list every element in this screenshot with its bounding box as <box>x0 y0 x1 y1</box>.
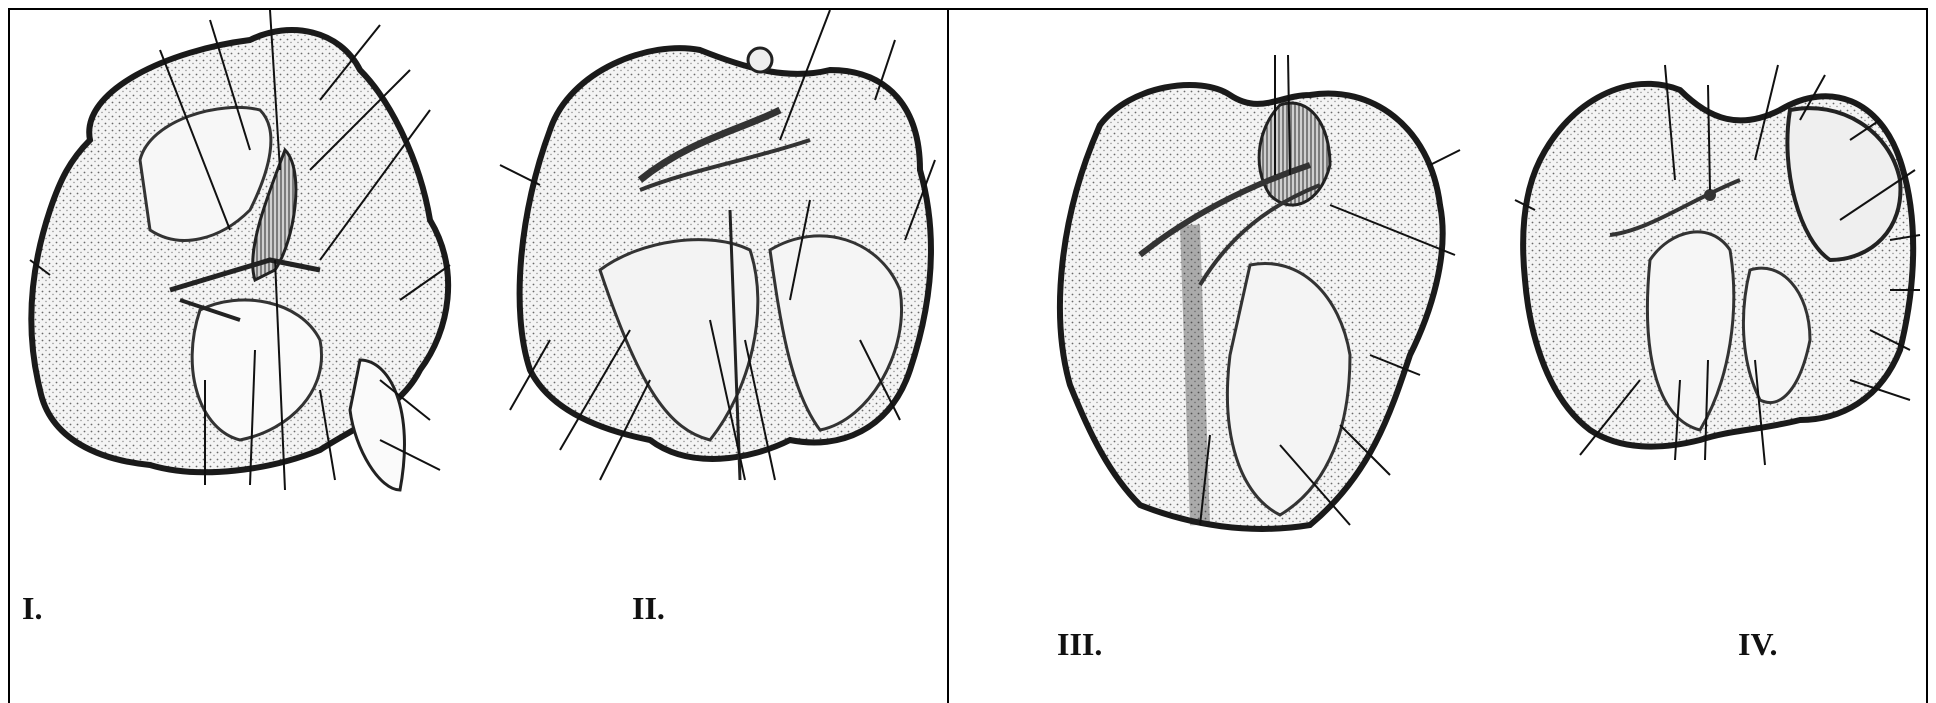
panel-label-iii: III. <box>1057 628 1102 660</box>
liver-drawing-ii <box>490 10 940 500</box>
liver-drawing-i <box>20 10 460 500</box>
liver-drawing-iii <box>1050 55 1470 535</box>
panel-divider <box>947 8 949 703</box>
panel-label-iv: IV. <box>1738 628 1777 660</box>
liver-drawing-iv <box>1510 60 1930 480</box>
panel-label-ii: II. <box>632 592 665 624</box>
panel-label-i: I. <box>22 592 42 624</box>
